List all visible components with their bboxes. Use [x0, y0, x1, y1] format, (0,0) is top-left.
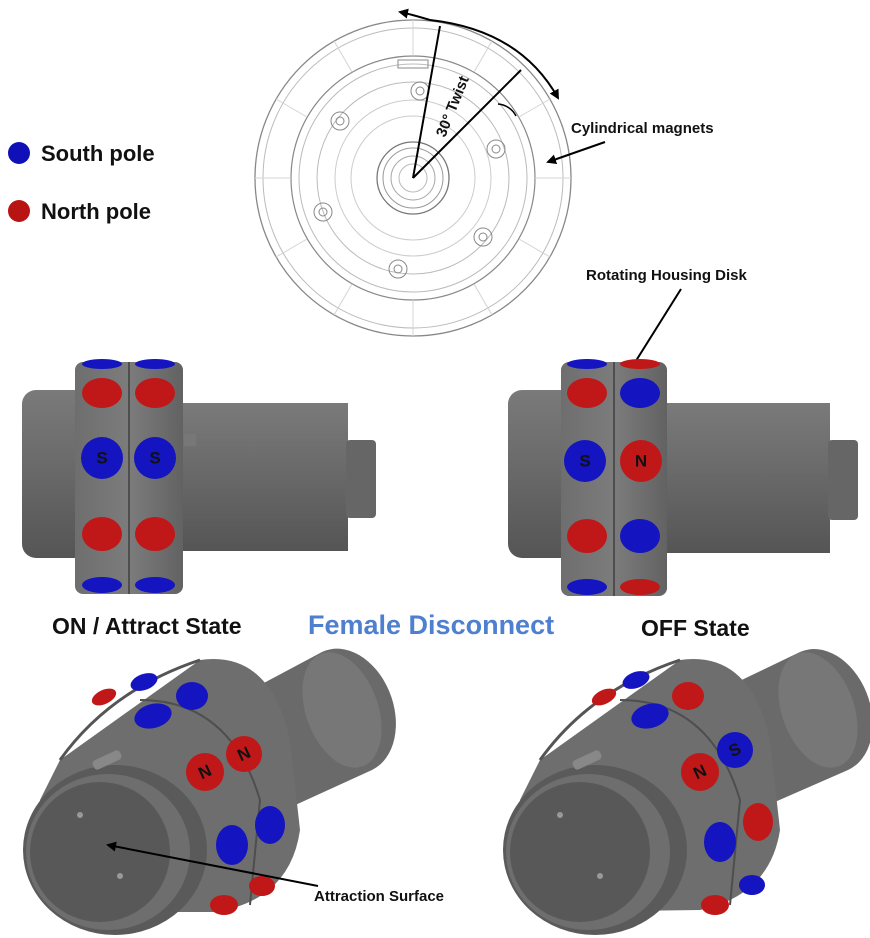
s-letter: S	[149, 449, 160, 468]
cylindrical-magnets-arrow	[546, 141, 606, 165]
housing-disk-label: Rotating Housing Disk	[586, 267, 747, 284]
south-magnet-off	[564, 440, 606, 482]
s-letter: S	[579, 452, 590, 471]
twist-indicator	[398, 8, 559, 179]
legend: South pole North pole	[8, 141, 155, 224]
attraction-surface-pointer	[106, 841, 319, 887]
s-letter: S	[96, 449, 107, 468]
cylindrical-magnets-label: Cylindrical magnets	[571, 120, 714, 137]
north-pole-swatch	[8, 200, 30, 222]
north-magnet-3d-right	[681, 753, 719, 791]
south-pole-swatch	[8, 142, 30, 164]
north-magnet-off	[620, 440, 662, 482]
attraction-surface-label: Attraction Surface	[314, 888, 444, 905]
north-magnet-3d-left-b	[226, 736, 262, 772]
south-pole-label: South pole	[41, 141, 155, 166]
off-state-3d-view: N S	[503, 649, 870, 935]
south-magnet-3d-right	[717, 732, 753, 768]
n-letter: N	[635, 452, 647, 471]
on-state-caption: ON / Attract State	[52, 613, 242, 639]
north-pole-label: North pole	[41, 199, 151, 224]
on-state-3d-view: N N	[23, 648, 396, 935]
off-state-side-view: S N	[508, 359, 858, 596]
off-state-caption: OFF State	[641, 615, 750, 641]
top-view-drawing	[254, 19, 572, 337]
north-magnet-3d-left-a	[186, 753, 224, 791]
housing-disk-arrow	[627, 288, 682, 374]
on-state-side-view: S S	[22, 359, 376, 594]
twist-label: 30° Twist	[433, 74, 473, 140]
south-magnet-on-left	[81, 437, 123, 479]
south-magnet-on-right	[134, 437, 176, 479]
diagram-title: Female Disconnect	[308, 610, 554, 640]
